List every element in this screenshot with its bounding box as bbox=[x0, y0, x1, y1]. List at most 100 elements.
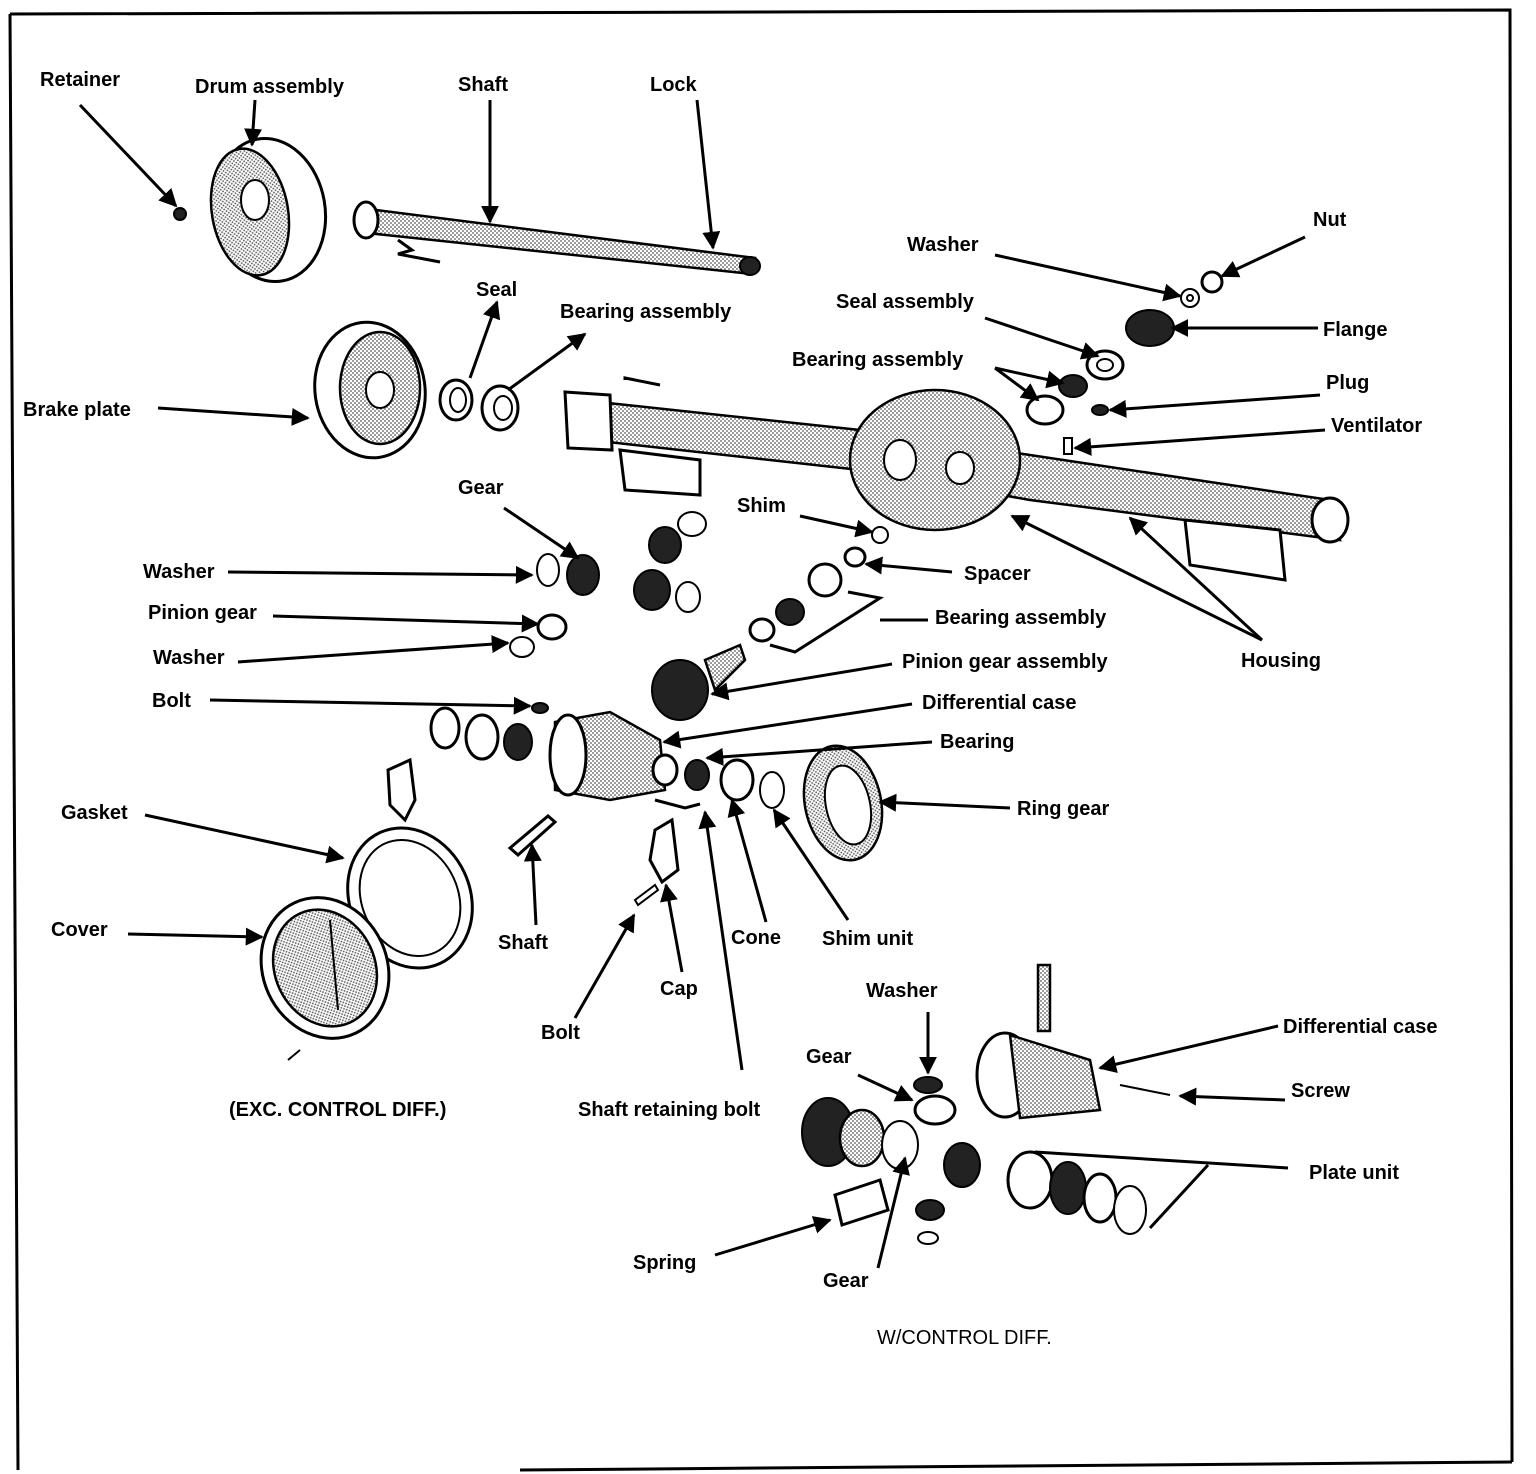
leader-nut bbox=[1220, 235, 1306, 278]
shaft-retaining-bolt-part bbox=[654, 798, 701, 810]
leader-plate-unit-a bbox=[1034, 1150, 1289, 1170]
leader-drum-assembly bbox=[244, 99, 263, 147]
label-bearing-assembly-upper: Bearing assembly bbox=[792, 349, 964, 371]
leader-plate-unit-b bbox=[1148, 1163, 1210, 1230]
label-shim: Shim bbox=[737, 495, 786, 517]
leader-pinion-gear-assembly bbox=[710, 662, 893, 701]
bearing-part bbox=[684, 759, 710, 791]
leader-cap bbox=[660, 883, 684, 973]
drum-assembly-part bbox=[209, 136, 328, 284]
leader-bearing-assembly-mid bbox=[769, 590, 885, 654]
plate-unit-part bbox=[1006, 1150, 1147, 1235]
label-drum-assembly: Drum assembly bbox=[195, 76, 344, 98]
leader-shim-unit bbox=[772, 808, 850, 921]
bearing-cap-left-part bbox=[386, 757, 417, 823]
bearing-assembly-mid-part bbox=[748, 562, 843, 643]
leader-bearing-assembly-upper-b bbox=[994, 366, 1040, 402]
leader-screw bbox=[1178, 1087, 1286, 1106]
bolt-lower-part bbox=[633, 883, 660, 907]
washer-control-part bbox=[913, 1076, 943, 1094]
leader-seal-assembly bbox=[984, 316, 1100, 360]
control-differential-case-part bbox=[975, 1031, 1102, 1120]
label-seal: Seal bbox=[476, 279, 518, 301]
leader-washer-top bbox=[994, 253, 1182, 302]
cap-part bbox=[648, 817, 680, 885]
shaft-lower-part bbox=[507, 814, 558, 858]
screw-part bbox=[1119, 1084, 1171, 1096]
control-diff-stud-part bbox=[1036, 963, 1052, 1033]
label-washer-top: Washer bbox=[907, 234, 979, 256]
leader-shim bbox=[799, 514, 874, 538]
differential-case-part bbox=[548, 710, 679, 802]
spacer-part bbox=[843, 546, 867, 568]
label-gear-control-lower: Gear bbox=[823, 1270, 869, 1292]
label-shim-unit: Shim unit bbox=[822, 928, 914, 950]
leader-housing-a bbox=[1128, 516, 1264, 642]
label-ventilator: Ventilator bbox=[1331, 415, 1423, 437]
leader-housing-b bbox=[1010, 514, 1263, 642]
label-shaft-top: Shaft bbox=[458, 74, 508, 96]
label-pinion-gear: Pinion gear bbox=[148, 602, 257, 624]
label-exc-control-diff: (EXC. CONTROL DIFF.) bbox=[229, 1099, 447, 1121]
leader-spring bbox=[714, 1216, 832, 1257]
leader-brake-plate bbox=[157, 406, 310, 426]
brake-plate-part bbox=[313, 320, 427, 460]
spring-part bbox=[833, 1178, 890, 1227]
label-pinion-gear-assembly: Pinion gear assembly bbox=[902, 651, 1108, 673]
label-housing: Housing bbox=[1241, 650, 1321, 672]
bearing-assembly-upper-part bbox=[1025, 374, 1088, 426]
label-washer-lower: Washer bbox=[153, 647, 225, 669]
label-bearing-assembly-mid: Bearing assembly bbox=[935, 607, 1107, 629]
label-w-control-diff: W/CONTROL DIFF. bbox=[877, 1327, 1052, 1349]
leader-retainer bbox=[78, 103, 178, 208]
label-cap: Cap bbox=[660, 978, 698, 1000]
label-cone: Cone bbox=[731, 927, 781, 949]
pinion-gear-assembly-part bbox=[651, 643, 747, 721]
label-seal-assembly: Seal assembly bbox=[836, 291, 974, 313]
washer-top-part bbox=[1180, 288, 1200, 308]
gear-control-lower-part bbox=[915, 1142, 981, 1245]
leader-cover bbox=[127, 927, 264, 946]
leader-gear-control-upper bbox=[857, 1073, 914, 1102]
washer-lower-part bbox=[509, 636, 535, 658]
label-gasket: Gasket bbox=[61, 802, 128, 824]
label-washer-control: Washer bbox=[866, 980, 938, 1002]
leader-ventilator bbox=[1073, 428, 1326, 456]
leader-bearing-assembly-upper-a bbox=[994, 366, 1065, 389]
label-shaft-lower: Shaft bbox=[498, 932, 548, 954]
ventilator-part bbox=[1063, 437, 1073, 455]
label-gear-control-upper: Gear bbox=[806, 1046, 852, 1068]
bolt-upper-part bbox=[531, 702, 549, 714]
washer-mid-part bbox=[536, 553, 560, 587]
ring-gear-part bbox=[802, 744, 884, 862]
gasket-part bbox=[346, 826, 474, 970]
leader-shaft-retaining-bolt bbox=[698, 810, 744, 1071]
axle-shaft-part bbox=[352, 200, 761, 276]
label-retainer: Retainer bbox=[40, 69, 121, 91]
diagram-frame bbox=[8, 8, 1514, 1472]
label-screw: Screw bbox=[1291, 1080, 1350, 1102]
housing-part bbox=[563, 376, 1350, 582]
label-lock: Lock bbox=[650, 74, 697, 96]
leader-washer-mid bbox=[227, 565, 534, 584]
gear-control-upper-part bbox=[913, 1094, 957, 1126]
label-shaft-retaining-bolt: Shaft retaining bolt bbox=[578, 1099, 761, 1121]
label-bolt-lower: Bolt bbox=[541, 1022, 580, 1044]
label-bolt-upper: Bolt bbox=[152, 690, 191, 712]
seal-part bbox=[438, 378, 474, 422]
cover-part bbox=[259, 896, 391, 1061]
leader-differential-case-control bbox=[1098, 1024, 1279, 1074]
leader-ring-gear bbox=[878, 793, 1011, 812]
leader-lines bbox=[78, 99, 1326, 1269]
label-cover: Cover bbox=[51, 919, 108, 941]
shim-unit-part bbox=[759, 771, 785, 809]
leader-washer-lower bbox=[237, 635, 510, 664]
leader-bolt-upper bbox=[209, 696, 532, 715]
bearing-cups-left-part bbox=[429, 706, 533, 761]
bearing-assembly-left-part bbox=[480, 384, 520, 432]
label-brake-plate: Brake plate bbox=[23, 399, 131, 421]
leader-bolt-lower bbox=[573, 913, 636, 1019]
leader-differential-case-upper bbox=[662, 702, 913, 749]
label-nut: Nut bbox=[1313, 209, 1347, 231]
leader-lock bbox=[695, 99, 721, 250]
